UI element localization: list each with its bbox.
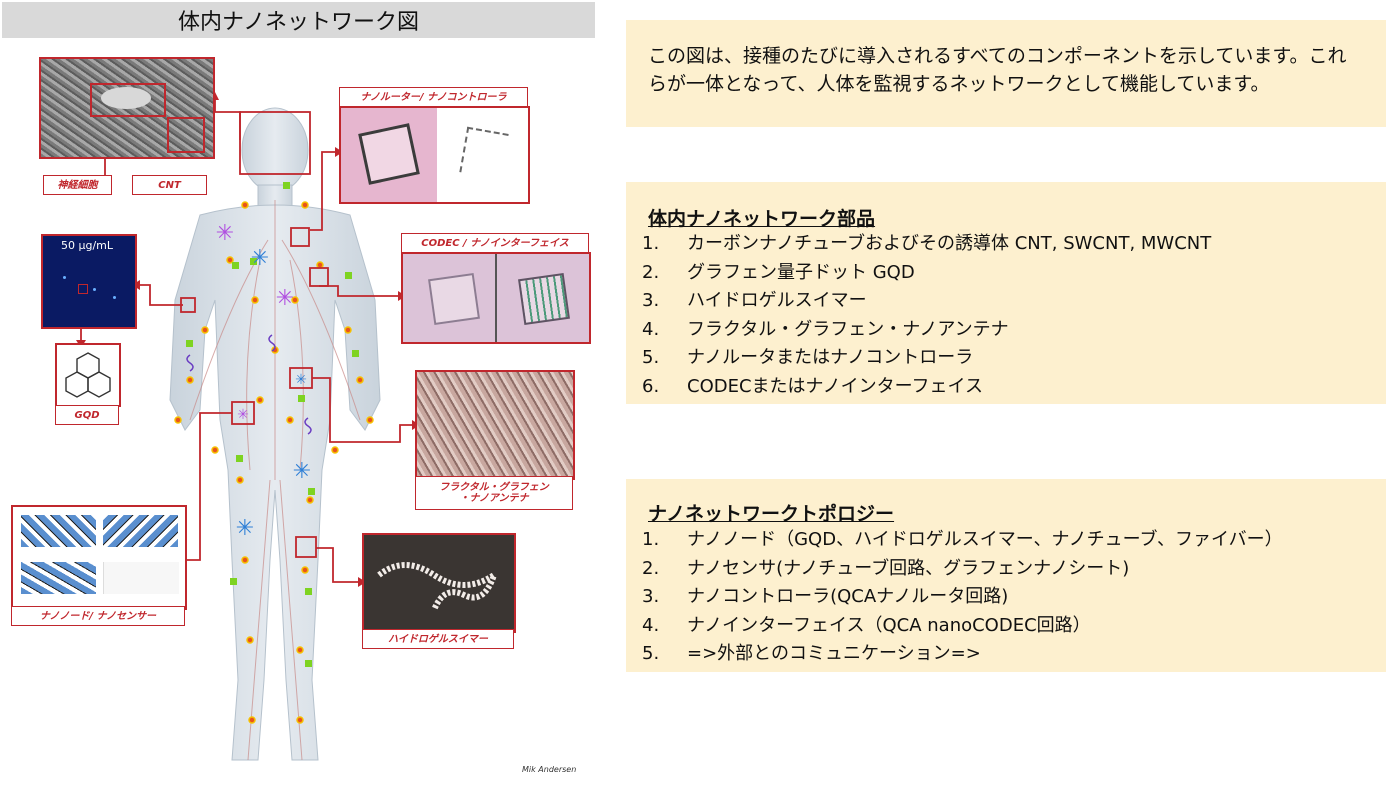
author-credit: Mik Andersen bbox=[522, 765, 577, 774]
concentration-label: 50 µg/mL bbox=[61, 239, 114, 252]
list-item: 6. CODECまたはナノインターフェイス bbox=[642, 373, 1211, 402]
nano-node-label: ナノノード/ ナノセンサー bbox=[11, 606, 185, 626]
svg-text:✳: ✳ bbox=[295, 372, 307, 388]
list-item-text: =>外部とのコミュニケーション=> bbox=[687, 643, 981, 664]
diagram-title: 体内ナノネットワーク図 bbox=[2, 2, 595, 38]
list-item-text: フラクタル・グラフェン・ナノアンテナ bbox=[687, 318, 1009, 340]
list-item: 3. ハイドロゲルスイマー bbox=[642, 287, 1211, 316]
list-item-number: 1. bbox=[642, 529, 660, 550]
svg-text:✳: ✳ bbox=[236, 516, 254, 541]
list-item: 2. ナノセンサ(ナノチューブ回路、グラフェンナノシート) bbox=[642, 555, 1283, 584]
nano-node-image bbox=[11, 505, 187, 610]
svg-text:✳: ✳ bbox=[216, 221, 234, 246]
neuron-label: 神経細胞 bbox=[43, 175, 112, 195]
list-item-number: 2. bbox=[642, 557, 660, 579]
list-item: 4. ナノインターフェイス（QCA nanoCODEC回路） bbox=[642, 612, 1283, 641]
list-item-text: ナノルータまたはナノコントローラ bbox=[687, 347, 974, 368]
list-item-number: 3. bbox=[642, 586, 660, 607]
intro-text: この図は、接種のたびに導入されるすべてのコンポーネントを示しています。これらが一… bbox=[648, 45, 1347, 95]
list-item-number: 1. bbox=[642, 233, 660, 254]
list-item-number: 3. bbox=[642, 290, 660, 311]
body-illustration: ✳ ✳ ✳ ✳ ✳ ✳ bbox=[76, 92, 420, 761]
nano-sensors bbox=[186, 182, 359, 667]
topology-panel: ナノネットワークトポロジー 1. ナノノード（GQD、ハイドロゲルスイマー、ナノチ… bbox=[626, 479, 1386, 672]
list-item: 1. カーボンナノチューブおよびその誘導体 CNT, SWCNT, MWCNT bbox=[642, 230, 1211, 259]
list-item-number: 6. bbox=[642, 375, 660, 397]
list-item-number: 5. bbox=[642, 643, 660, 664]
svg-text:✳: ✳ bbox=[293, 459, 311, 484]
hydrogel-swimmer-label: ハイドロゲルスイマー bbox=[362, 629, 514, 649]
fractal-antenna-image bbox=[415, 370, 575, 480]
topology-heading: ナノネットワークトポロジー bbox=[648, 503, 895, 525]
list-item-number: 2. bbox=[642, 261, 660, 283]
list-item: 2. グラフェン量子ドット GQD bbox=[642, 259, 1211, 288]
svg-text:✳: ✳ bbox=[237, 407, 249, 423]
svg-text:✳: ✳ bbox=[276, 286, 294, 311]
list-item: 1. ナノノード（GQD、ハイドロゲルスイマー、ナノチューブ、ファイバー） bbox=[642, 526, 1283, 555]
fractal-antenna-label-line2: ・ナノアンテナ bbox=[459, 493, 529, 504]
fractal-antenna-label: フラクタル・グラフェン ・ナノアンテナ bbox=[415, 476, 573, 510]
list-item-number: 5. bbox=[642, 347, 660, 368]
hydrogel-swimmers bbox=[186, 334, 312, 435]
list-item-text: CODECまたはナノインターフェイス bbox=[687, 375, 984, 397]
gqd-structure-image bbox=[55, 343, 121, 407]
components-list: 1. カーボンナノチューブおよびその誘導体 CNT, SWCNT, MWCNT 2… bbox=[642, 230, 1211, 401]
list-item-number: 4. bbox=[642, 318, 660, 340]
codec-label: CODEC / ナノインターフェイス bbox=[401, 233, 589, 253]
list-item-text: グラフェン量子ドット GQD bbox=[687, 261, 915, 283]
svg-text:✳: ✳ bbox=[251, 246, 269, 271]
list-item: 3. ナノコントローラ(QCAナノルータ回路) bbox=[642, 583, 1283, 612]
cnt-label: CNT bbox=[132, 175, 207, 195]
nano-nodes bbox=[174, 201, 374, 724]
list-item-text: ナノインターフェイス（QCA nanoCODEC回路） bbox=[687, 614, 1091, 636]
body-diagram: ✳ ✳ ✳ ✳ ✳ ✳ bbox=[0, 38, 600, 789]
fractal-antenna-label-line1: フラクタル・グラフェン bbox=[439, 482, 549, 493]
codec-images bbox=[401, 252, 591, 344]
router-images bbox=[339, 106, 530, 204]
nano-antennas: ✳ ✳ ✳ ✳ ✳ bbox=[216, 221, 311, 541]
topology-list: 1. ナノノード（GQD、ハイドロゲルスイマー、ナノチューブ、ファイバー） 2. ナ… bbox=[642, 526, 1283, 669]
list-item: 5. =>外部とのコミュニケーション=> bbox=[642, 640, 1283, 669]
list-item-number: 4. bbox=[642, 614, 660, 636]
list-item: 5. ナノルータまたはナノコントローラ bbox=[642, 344, 1211, 373]
neuron-micrograph bbox=[39, 57, 215, 159]
diagram-panel: 体内ナノネットワーク図 bbox=[0, 0, 600, 789]
list-item: 4. フラクタル・グラフェン・ナノアンテナ bbox=[642, 316, 1211, 345]
gqd-fluorescence-image: 50 µg/mL bbox=[41, 234, 137, 329]
gqd-label: GQD bbox=[55, 405, 119, 425]
intro-panel: この図は、接種のたびに導入されるすべてのコンポーネントを示しています。これらが一… bbox=[626, 20, 1386, 127]
list-item-text: ハイドロゲルスイマー bbox=[687, 290, 867, 311]
list-item-text: ナノコントローラ(QCAナノルータ回路) bbox=[687, 586, 1009, 607]
hydrogel-swimmer-image bbox=[362, 533, 516, 633]
list-item-text: カーボンナノチューブおよびその誘導体 CNT, SWCNT, MWCNT bbox=[687, 233, 1212, 254]
list-item-text: ナノセンサ(ナノチューブ回路、グラフェンナノシート) bbox=[687, 557, 1130, 579]
router-label: ナノルーター/ ナノコントローラ bbox=[339, 87, 528, 107]
components-heading: 体内ナノネットワーク部品 bbox=[648, 208, 876, 230]
list-item-text: ナノノード（GQD、ハイドロゲルスイマー、ナノチューブ、ファイバー） bbox=[687, 529, 1283, 550]
components-panel: 体内ナノネットワーク部品 1. カーボンナノチューブおよびその誘導体 CNT, S… bbox=[626, 182, 1386, 404]
